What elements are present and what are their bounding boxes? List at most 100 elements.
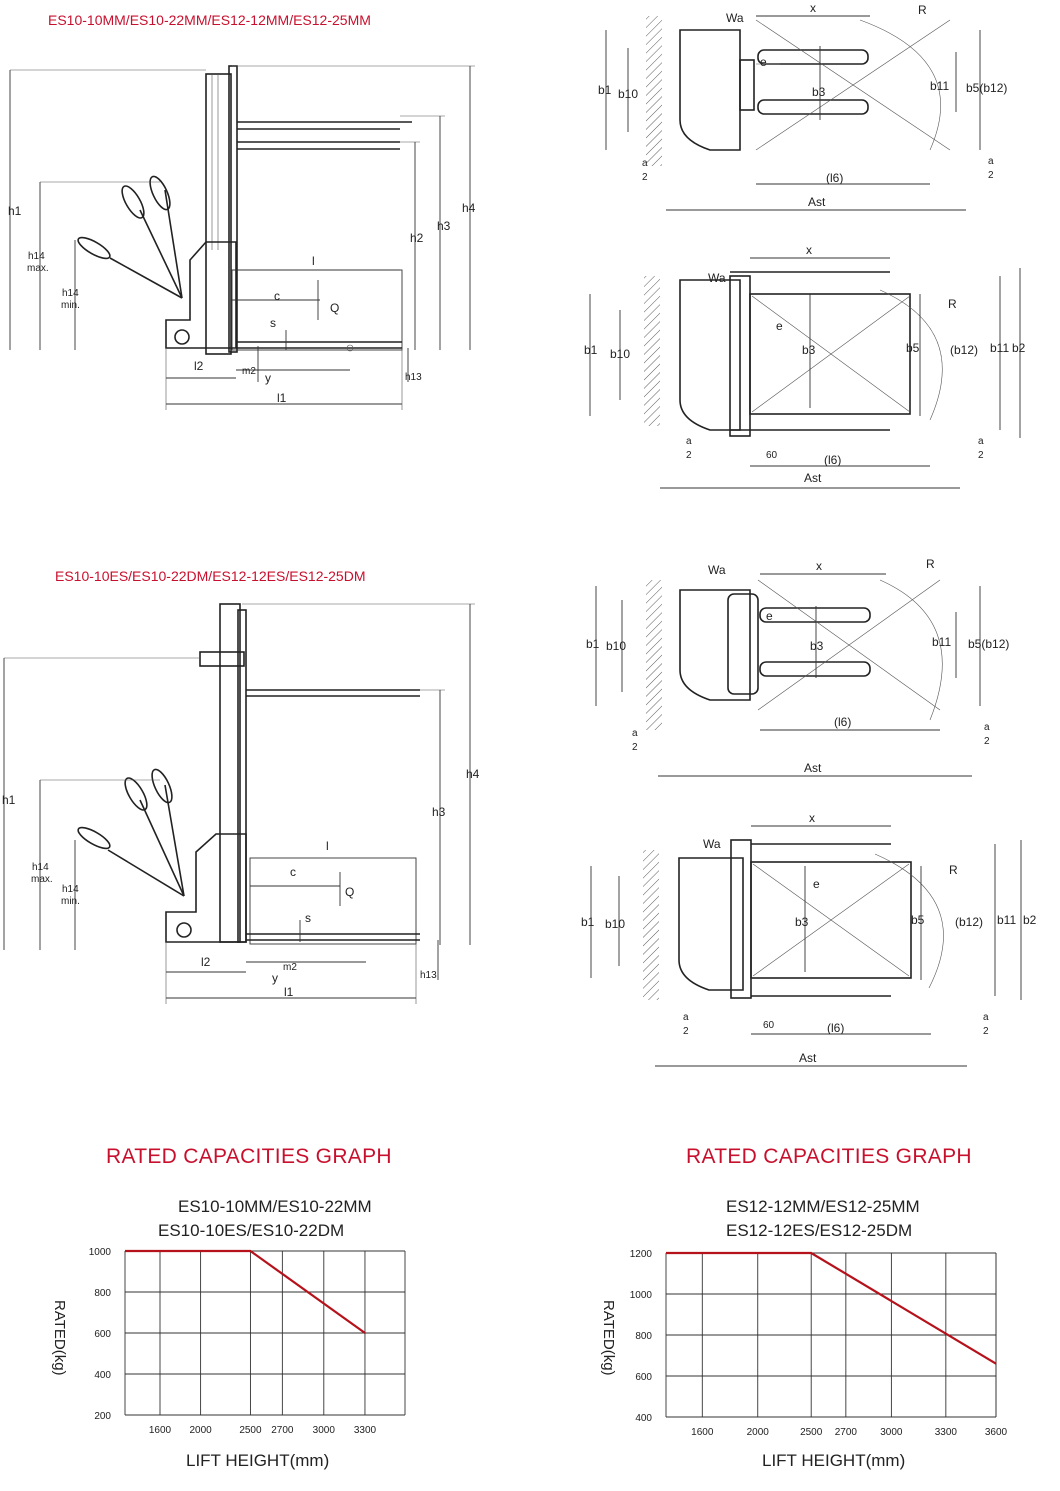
dim-s: s: [270, 316, 276, 330]
y-tick-label: 600: [635, 1372, 652, 1383]
dim-l6: (l6): [827, 1021, 844, 1035]
dim-ast: Ast: [799, 1051, 817, 1065]
dim-a-right-den: 2: [978, 450, 984, 461]
graph1-ylabel: RATED(kg): [51, 1300, 68, 1376]
dim-c: c: [274, 289, 280, 303]
graph2-model-line2: ES12-12ES/ES12-25DM: [726, 1221, 912, 1240]
dim-l6: (l6): [834, 715, 851, 729]
side-view-mm: h1 h14 max. h14 min. h2 h3 h4 l c Q s l2…: [8, 65, 476, 410]
dim-e: e: [760, 55, 767, 69]
dim-h4: h4: [466, 767, 480, 781]
graph2-model-line1: ES12-12MM/ES12-25MM: [726, 1197, 920, 1216]
dim-y: y: [272, 971, 278, 985]
dim-wa: Wa: [708, 271, 726, 285]
y-tick-label: 1200: [630, 1249, 653, 1260]
y-tick-label: 600: [94, 1329, 111, 1340]
x-tick-label: 2700: [835, 1427, 858, 1438]
dim-e: e: [813, 877, 820, 891]
dim-b11: b11: [997, 913, 1016, 927]
dim-q: Q: [330, 301, 339, 315]
dim-h14min-sub: min.: [61, 300, 80, 311]
dim-b12: (b12): [955, 915, 983, 929]
dim-a-left-den: 2: [642, 172, 648, 183]
dim-b11: b11: [990, 341, 1009, 355]
graph1-grid: [124, 1250, 406, 1416]
dim-a-right-den: 2: [984, 736, 990, 747]
dim-m2: m2: [283, 962, 297, 973]
dim-l6: (l6): [826, 171, 843, 185]
dim-b2: b2: [1023, 913, 1037, 927]
dim-b3: b3: [795, 915, 809, 929]
dim-b3: b3: [812, 85, 826, 99]
dim-ast: Ast: [808, 195, 826, 209]
dim-x: x: [806, 243, 812, 257]
dim-h1: h1: [2, 793, 16, 807]
y-tick-label: 400: [94, 1370, 111, 1381]
dim-b11: b11: [932, 635, 951, 649]
dim-a-left: a: [686, 436, 692, 447]
dim-b12: (b12): [950, 343, 978, 357]
y-tick-label: 200: [94, 1411, 111, 1422]
y-tick-label: 1000: [89, 1247, 112, 1258]
dim-b5: b5: [906, 341, 920, 355]
dim-wa: Wa: [726, 11, 744, 25]
dim-b10: b10: [606, 639, 626, 653]
x-tick-label: 1600: [691, 1427, 714, 1438]
dim-a-right-den: 2: [988, 170, 994, 181]
dim-a-right: a: [983, 1012, 989, 1023]
x-tick-label: 3300: [354, 1425, 377, 1436]
dim-h3: h3: [437, 219, 451, 233]
y-tick-label: 800: [635, 1331, 652, 1342]
truck-body: [165, 241, 237, 349]
truck-body-top: [679, 29, 741, 151]
dim-r: R: [949, 863, 958, 877]
x-tick-label: 2500: [800, 1427, 823, 1438]
dim-c: c: [290, 865, 296, 879]
mast: [205, 73, 232, 355]
x-tick-label: 1600: [149, 1425, 172, 1436]
dim-b10: b10: [610, 347, 630, 361]
dim-a-right: a: [984, 722, 990, 733]
top-view-4: x Wa R e b1 b10 b3 b5 (b12) b11 b2 (l6) …: [581, 811, 1037, 1067]
dim-x: x: [809, 811, 815, 825]
dim-a-left: a: [632, 728, 638, 739]
dim-h14max: h14: [28, 251, 45, 262]
dim-x: x: [816, 559, 822, 573]
graph1-title: RATED CAPACITIES GRAPH: [106, 1145, 392, 1168]
x-tick-label: 3000: [313, 1425, 336, 1436]
dim-a-left: a: [642, 158, 648, 169]
dim-h14min-sub: min.: [61, 896, 80, 907]
dim-a-left: a: [683, 1012, 689, 1023]
graph2-xlabel: LIFT HEIGHT(mm): [762, 1451, 905, 1470]
side-view-es: h1 h14 max. h14 min. h3 h4 l c Q s l2 m2…: [2, 603, 480, 1004]
dim-b3: b3: [802, 343, 816, 357]
capacity-graph-2: ES12-12MM/ES12-25MM ES12-12ES/ES12-25DM …: [600, 1197, 1008, 1470]
graph1-xlabel: LIFT HEIGHT(mm): [186, 1451, 329, 1470]
dim-b1: b1: [581, 915, 595, 929]
dim-h14max: h14: [32, 862, 49, 873]
dim-h14max-sub: max.: [27, 263, 49, 274]
dim-a-left-den: 2: [683, 1026, 689, 1037]
mast: [219, 603, 241, 943]
dim-h1: h1: [8, 204, 22, 218]
dim-m2: m2: [242, 366, 256, 377]
dim-ast: Ast: [804, 471, 822, 485]
truck-body: [165, 833, 247, 943]
dim-r: R: [926, 557, 935, 571]
dim-b11: b11: [930, 79, 949, 93]
dim-b2: b2: [1012, 341, 1026, 355]
dim-a-left-den: 2: [686, 450, 692, 461]
y-tick-label: 400: [635, 1413, 652, 1424]
dim-wa: Wa: [703, 837, 721, 851]
x-tick-label: 2700: [271, 1425, 294, 1436]
graph1-model-line2: ES10-10ES/ES10-22DM: [158, 1221, 344, 1240]
dim-h14min: h14: [62, 288, 79, 299]
dim-a-right: a: [978, 436, 984, 447]
dim-s: s: [305, 911, 311, 925]
dim-e: e: [776, 319, 783, 333]
dim-b5: b5: [911, 913, 925, 927]
x-tick-label: 2500: [239, 1425, 262, 1436]
dim-h14max-sub: max.: [31, 874, 53, 885]
